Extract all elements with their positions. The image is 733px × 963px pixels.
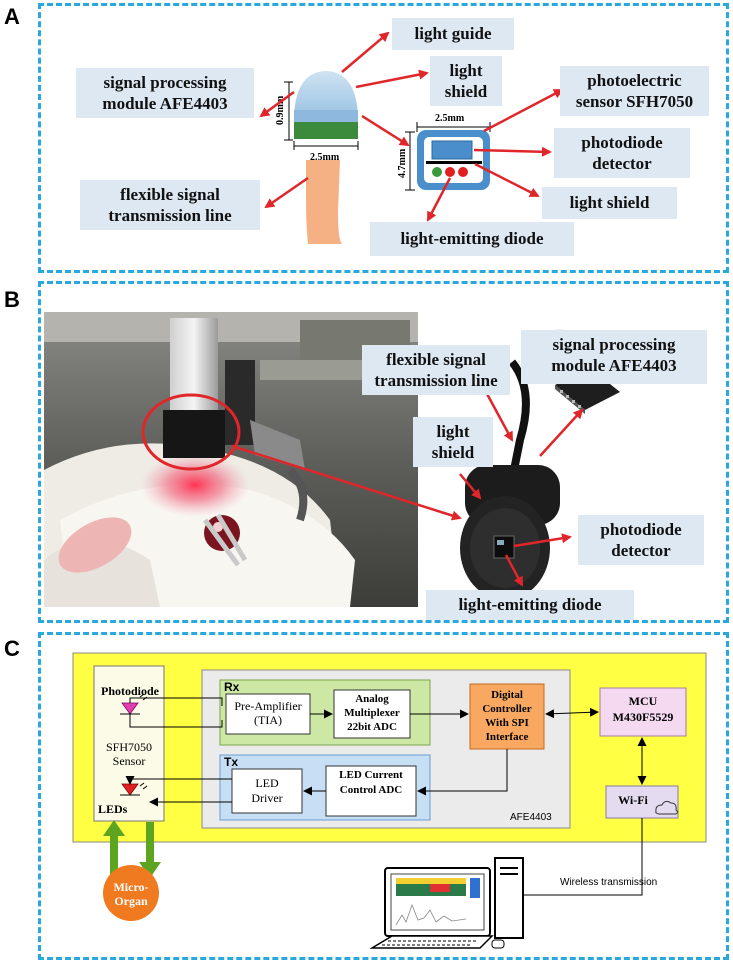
panel-letter-c: C (4, 636, 20, 661)
probe-green-band (294, 122, 358, 139)
cloud-icon (655, 800, 678, 815)
sensor-label: SFH7050 Sensor (105, 740, 152, 768)
dim-probe-width: 2.5mm (310, 152, 340, 163)
label-a-light-emitting-diode: light-emitting diode (370, 222, 574, 256)
led-current-label: LED Current Control ADC (339, 769, 403, 796)
micro-organ (103, 865, 159, 921)
label-b-flexible-line: flexible signal transmission line (362, 345, 510, 395)
analog-mux-box (333, 689, 411, 739)
led-current-box (325, 765, 417, 817)
wifi-label: Wi-Fi (618, 793, 648, 807)
led-driver-label: LED Driver (251, 776, 283, 805)
label-a-light-shield-right: light shield (542, 187, 677, 219)
label-a-photodiode-detector: photodiode detector (554, 128, 690, 178)
computer-icon (369, 857, 524, 949)
rx-label: Rx (224, 680, 240, 694)
wifi-box (605, 785, 679, 819)
analog-mux-label: Analog Multiplexer 22bit ADC (344, 693, 400, 733)
wireless-label: Wireless transmission (560, 877, 658, 888)
panel-c-frame (38, 632, 729, 960)
label-b-photodiode-detector: photodiode detector (578, 515, 704, 565)
probe-blue-band (294, 110, 358, 122)
pre-amplifier-box (225, 693, 311, 735)
label-a-flexible-line: flexible signal transmission line (80, 180, 260, 230)
panel-letter-b: B (4, 287, 20, 312)
label-a-signal-processing: signal processing module AFE4403 (76, 68, 254, 118)
dim-sensor-width: 2.5mm (435, 113, 465, 124)
green-arrow-up (103, 820, 125, 875)
flexible-line-shape (306, 160, 342, 244)
label-b-signal-processing: signal processing module AFE4403 (521, 330, 707, 384)
red-glow (140, 453, 250, 517)
panel-b-photo (44, 312, 620, 607)
pre-amplifier-label: Pre-Amplifier (TIA) (234, 699, 302, 727)
led-green (432, 167, 442, 177)
highlight-circle (141, 393, 241, 471)
afe-label: AFE4403 (510, 812, 552, 823)
digital-controller-box (469, 683, 545, 750)
led-red-1 (445, 167, 455, 177)
panel-a-illustration: 0.9mm 2.5mm 2.5mm 4.7mm (259, 31, 564, 244)
panel-a-frame (38, 3, 729, 273)
panel-b-frame (38, 281, 729, 623)
tx-label: Tx (224, 755, 239, 769)
dim-probe-height: 0.9mm (275, 95, 286, 125)
mcu-label: MCU M430F5529 (612, 694, 674, 724)
green-arrow-down (139, 822, 161, 878)
sensor-divider (426, 161, 482, 164)
label-a-light-guide: light guide (392, 18, 514, 50)
photodiode-label: Photodiode (100, 684, 159, 698)
rat-ear (58, 517, 132, 573)
led-driver-box (231, 768, 303, 814)
label-b-light-shield: light shield (413, 417, 493, 467)
digital-controller-label: Digital Controller With SPI Interface (482, 689, 532, 743)
probe-tip (163, 410, 225, 458)
mcu-box (599, 687, 687, 737)
dim-sensor-height: 4.7mm (397, 148, 408, 178)
leds-label: LEDs (98, 802, 128, 816)
micro-organ-label: Micro- Organ (113, 880, 149, 908)
light-guide-dome (294, 71, 358, 116)
led-red-2 (458, 167, 468, 177)
label-a-photoelectric-sensor: photoelectric sensor SFH7050 (560, 66, 709, 116)
label-a-light-shield-top: light shield (430, 56, 502, 106)
panel-letter-a: A (4, 4, 20, 29)
label-b-light-emitting-diode: light-emitting diode (426, 590, 634, 620)
photodiode-square (431, 140, 473, 160)
rat-eye (204, 515, 240, 551)
